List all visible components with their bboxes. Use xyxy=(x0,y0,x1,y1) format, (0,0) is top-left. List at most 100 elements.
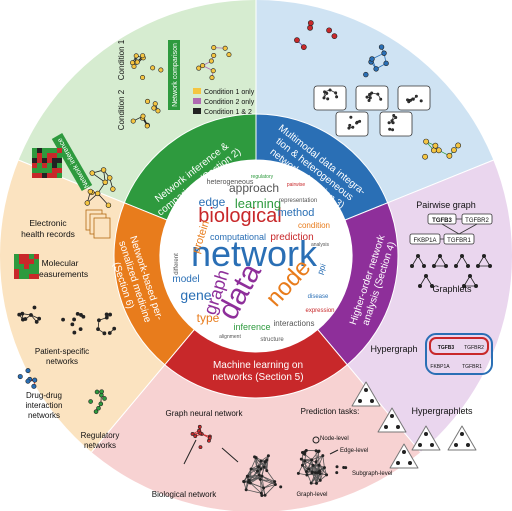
hypergraphlet xyxy=(389,443,419,469)
regulatory-label-line2: networks xyxy=(84,441,116,450)
hyper-gene-tgfbr1: TGFBR1 xyxy=(462,364,482,370)
merged-network xyxy=(196,45,232,81)
hypergraphlet xyxy=(447,425,477,451)
patient-networks-label-line1: Patient-specific xyxy=(35,347,89,356)
word-cloud-term: edge xyxy=(199,195,226,209)
patient-network-2 xyxy=(61,311,86,335)
subgraph-level-label: Subgraph-level xyxy=(352,471,392,477)
graphlet xyxy=(476,254,492,268)
gene-tgfbr2: TGFBR2 xyxy=(465,218,489,224)
ddi-label-line1: Drug-drug xyxy=(26,391,62,400)
word-cloud-term: approach xyxy=(229,181,279,195)
regulatory-label-line1: Regulatory xyxy=(81,431,120,440)
word-cloud-term: model xyxy=(172,274,199,285)
section-ring xyxy=(113,113,399,399)
graphlet xyxy=(432,254,448,268)
hyper-gene-fkbp1a: FKBP1A xyxy=(430,364,450,370)
graph-level-network xyxy=(296,448,329,485)
network-inference-bar xyxy=(51,133,93,191)
graphlets-icons xyxy=(410,254,492,288)
word-cloud-term: disease xyxy=(308,294,329,300)
word-cloud-term: representation xyxy=(279,198,317,204)
hyper-gene-tgfb3: TGFB3 xyxy=(438,345,455,351)
ml-network-art xyxy=(183,424,348,497)
gnn-label: Graph neural network xyxy=(166,409,244,418)
word-cloud-term: network xyxy=(191,233,318,274)
legend-both: Condition 1 & 2 xyxy=(204,109,252,116)
panel-machine-learning: Graph neural network Prediction tasks: N… xyxy=(152,407,393,499)
edge-level-label: Edge-level xyxy=(340,448,368,454)
condition1-network xyxy=(130,53,164,81)
word-cloud-term: alignment xyxy=(219,334,241,340)
svg-text:networks (Section 5): networks (Section 5) xyxy=(212,372,303,383)
edge-level-icon xyxy=(329,449,339,455)
svg-text:Machine learning on: Machine learning on xyxy=(213,360,303,371)
legend-swatch-both xyxy=(193,108,201,114)
panel-personalized-medicine: Electronic health records Molecular meas… xyxy=(14,209,120,450)
gnn-network xyxy=(190,424,212,450)
biological-network-label: Biological network xyxy=(152,490,217,499)
molecular-label-line2: measurements xyxy=(32,269,88,279)
document-icon xyxy=(93,217,111,239)
layer-network xyxy=(347,115,362,130)
layer-network xyxy=(322,88,339,101)
word-cloud-term: ppi xyxy=(316,262,328,275)
condition1-label: Condition 1 xyxy=(117,39,126,80)
pairwise-graph: TGFB3 TGFBR2 FKBP1A TGFBR1 xyxy=(409,213,493,245)
layer-network xyxy=(365,91,383,102)
hyper-gene-tgfbr2: TGFBR2 xyxy=(464,345,484,351)
molecular-label-line1: Molecular xyxy=(42,258,79,268)
graphlet xyxy=(418,274,434,288)
graphlet xyxy=(410,254,426,268)
word-cloud-term: method xyxy=(278,207,315,219)
word-cloud-term: computational xyxy=(210,232,266,242)
hypergraphlet xyxy=(351,381,381,407)
subgraph-level-icon xyxy=(335,465,348,475)
word-cloud-term: different xyxy=(174,253,180,275)
node-level-label: Node-level xyxy=(320,436,349,442)
ddi-label-line2: interaction xyxy=(26,401,63,410)
word-cloud-term: learning xyxy=(235,196,281,211)
condition2-label: Condition 2 xyxy=(117,89,126,130)
graphlets-label: Graphlets xyxy=(432,284,472,294)
personalized-medicine-art xyxy=(14,209,117,414)
biological-network xyxy=(242,454,283,497)
graphlet xyxy=(454,254,470,268)
word-cloud-term: inference xyxy=(233,322,270,332)
gene-fkbp1a: FKBP1A xyxy=(413,238,436,244)
hypergraphlet xyxy=(411,425,441,451)
word-cloud-term: condition xyxy=(298,221,330,230)
inferred-network xyxy=(84,167,116,208)
word-cloud-term: expression xyxy=(305,308,334,314)
network-comparison-label: Network comparison xyxy=(172,43,179,107)
hypergraphlet xyxy=(377,407,407,433)
panel-network-inference: Condition 1 Condition 2 Network comparis… xyxy=(32,39,255,208)
ring-label-section-5: Machine learning on networks (Section 5) xyxy=(212,360,303,383)
word-cloud-term: interactions xyxy=(274,319,315,328)
word-cloud-background xyxy=(160,160,352,352)
layer-network xyxy=(406,94,423,104)
panel-multimodal xyxy=(294,20,462,160)
condition2-network xyxy=(130,98,161,129)
multilayer-network-top xyxy=(294,20,338,51)
word-cloud-term: gene xyxy=(180,287,211,303)
word-cloud-term: biological xyxy=(198,205,281,227)
panel-higher-order: Pairwise graph TGFB3 TGFBR2 FKBP1A TGFBR… xyxy=(351,200,493,469)
word-cloud-term: regulatory xyxy=(251,174,274,180)
condition-networks xyxy=(130,53,164,129)
patient-network-1 xyxy=(17,305,42,324)
heterogeneous-network xyxy=(363,44,389,78)
layer-network xyxy=(387,113,398,132)
gene-tgfbr1: TGFBR1 xyxy=(447,238,471,244)
expression-heatmap-icon xyxy=(32,148,62,178)
gene-tgfb3: TGFB3 xyxy=(432,218,452,224)
pairwise-graph-label: Pairwise graph xyxy=(416,200,476,210)
word-cloud-term: structure xyxy=(260,337,284,343)
drug-network xyxy=(17,368,38,389)
patient-network-3 xyxy=(96,312,117,336)
comparison-network xyxy=(84,45,232,208)
regulatory-network xyxy=(88,389,107,414)
word-cloud-term: prediction xyxy=(270,232,313,243)
